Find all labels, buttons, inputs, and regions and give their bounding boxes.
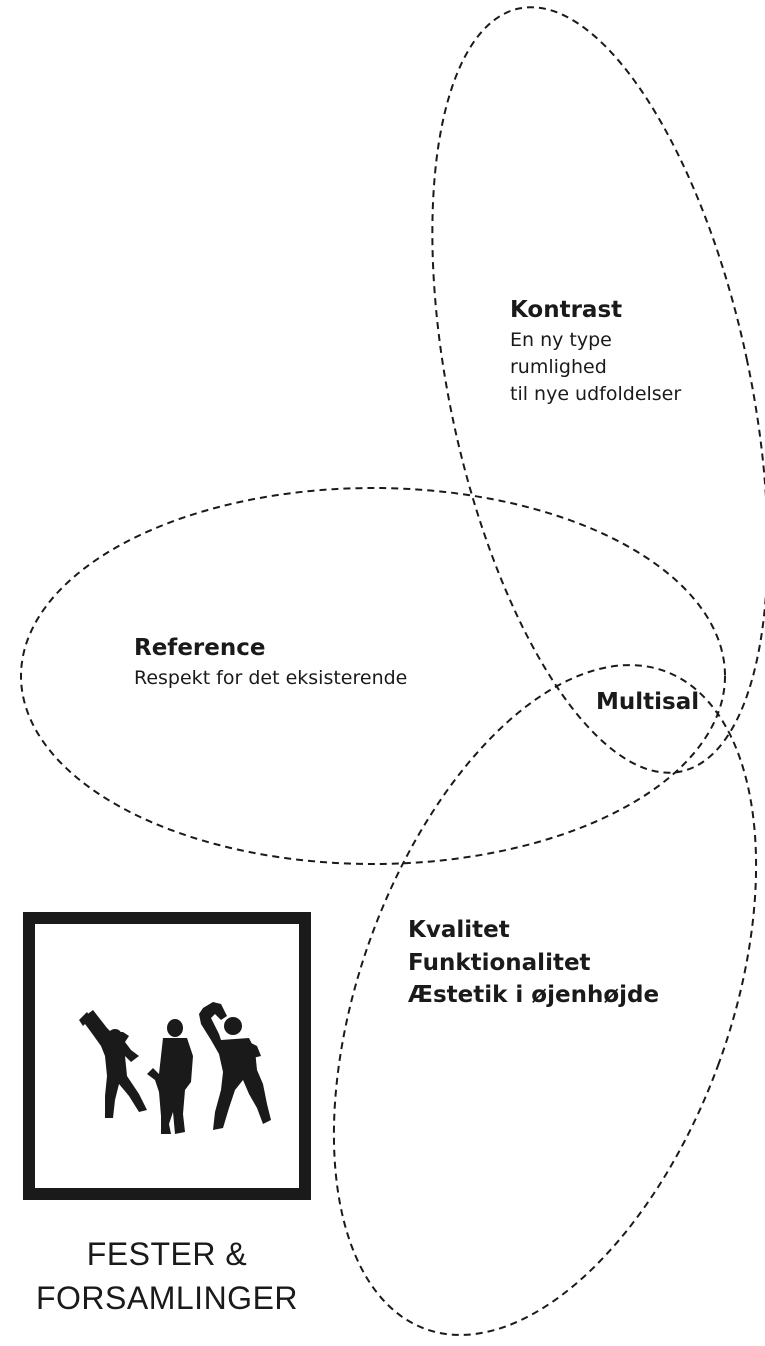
reference-title: Reference xyxy=(134,635,266,661)
reference-label-group: Reference Respekt for det eksisterende xyxy=(134,632,407,692)
kontrast-line-1: En ny type xyxy=(510,328,612,351)
kontrast-line-2: rumlighed xyxy=(510,355,607,378)
kvalitet-line-2: Funktionalitet xyxy=(408,949,591,976)
caption-line-1: FESTER & xyxy=(86,1236,248,1272)
kvalitet-ellipse xyxy=(332,664,758,1336)
kvalitet-line-3: Æstetik i øjenhøjde xyxy=(408,982,660,1009)
reference-ellipse xyxy=(20,487,726,865)
multisal-label: Multisal xyxy=(596,689,700,715)
dancers-silhouette-icon xyxy=(79,1002,271,1134)
caption-line-2: FORSAMLINGER xyxy=(35,1280,299,1317)
kontrast-ellipse xyxy=(431,6,765,774)
kvalitet-label-group: Kvalitet Funktionalitet Æstetik i øjenhø… xyxy=(408,914,659,1012)
kontrast-line-3: til nye udfoldelser xyxy=(510,382,682,405)
reference-line-1: Respekt for det eksisterende xyxy=(134,666,408,689)
dancers-icon-frame xyxy=(23,912,311,1200)
kvalitet-line-1: Kvalitet xyxy=(408,917,510,943)
kontrast-label-group: Kontrast En ny type rumlighed til nye ud… xyxy=(510,294,681,408)
kontrast-title: Kontrast xyxy=(510,297,623,323)
caption: FESTER & FORSAMLINGER xyxy=(0,1232,334,1320)
